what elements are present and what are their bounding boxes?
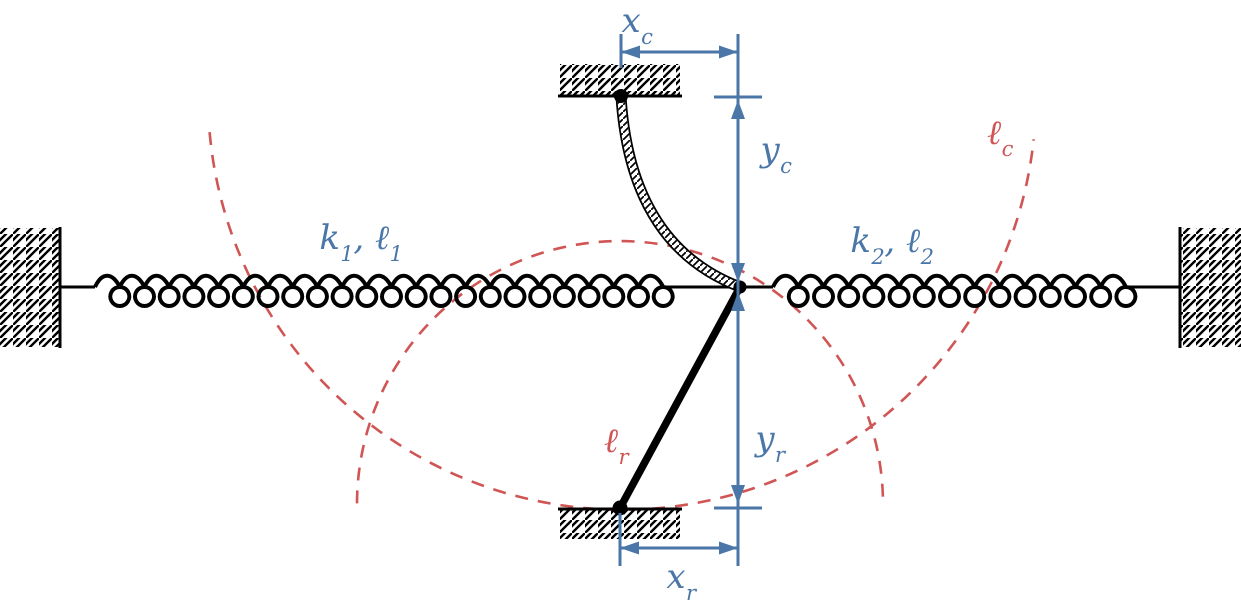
spring-left	[60, 273, 734, 308]
label-cable-length: ℓc	[987, 113, 1014, 161]
rod-anchor-dot	[612, 500, 628, 516]
spring-right	[746, 273, 1180, 308]
label-dim-xc: xc	[621, 1, 653, 49]
cable-anchor-dot	[614, 89, 628, 103]
dim-xc-line	[621, 45, 738, 59]
label-dim-xr: xr	[666, 557, 697, 605]
dim-yc-arrows	[731, 100, 745, 282]
dim-yr-arrows	[731, 292, 745, 504]
dim-xr-line	[620, 541, 738, 555]
label-spring-left: k1, ℓ1	[319, 218, 404, 266]
label-spring-right: k2, ℓ2	[850, 221, 935, 269]
right-wall	[1178, 227, 1241, 348]
ceiling-anchor	[558, 64, 682, 98]
label-dim-yr: yr	[755, 419, 786, 467]
rigid-rod	[616, 283, 744, 512]
label-rod-length: ℓr	[603, 421, 629, 469]
slack-cable	[615, 95, 742, 293]
constraint-circle-rod	[355, 239, 885, 505]
label-dim-yc: yc	[760, 130, 792, 178]
left-wall	[0, 227, 62, 348]
mass-node-dot	[733, 280, 747, 294]
dimension-lines	[618, 34, 762, 566]
